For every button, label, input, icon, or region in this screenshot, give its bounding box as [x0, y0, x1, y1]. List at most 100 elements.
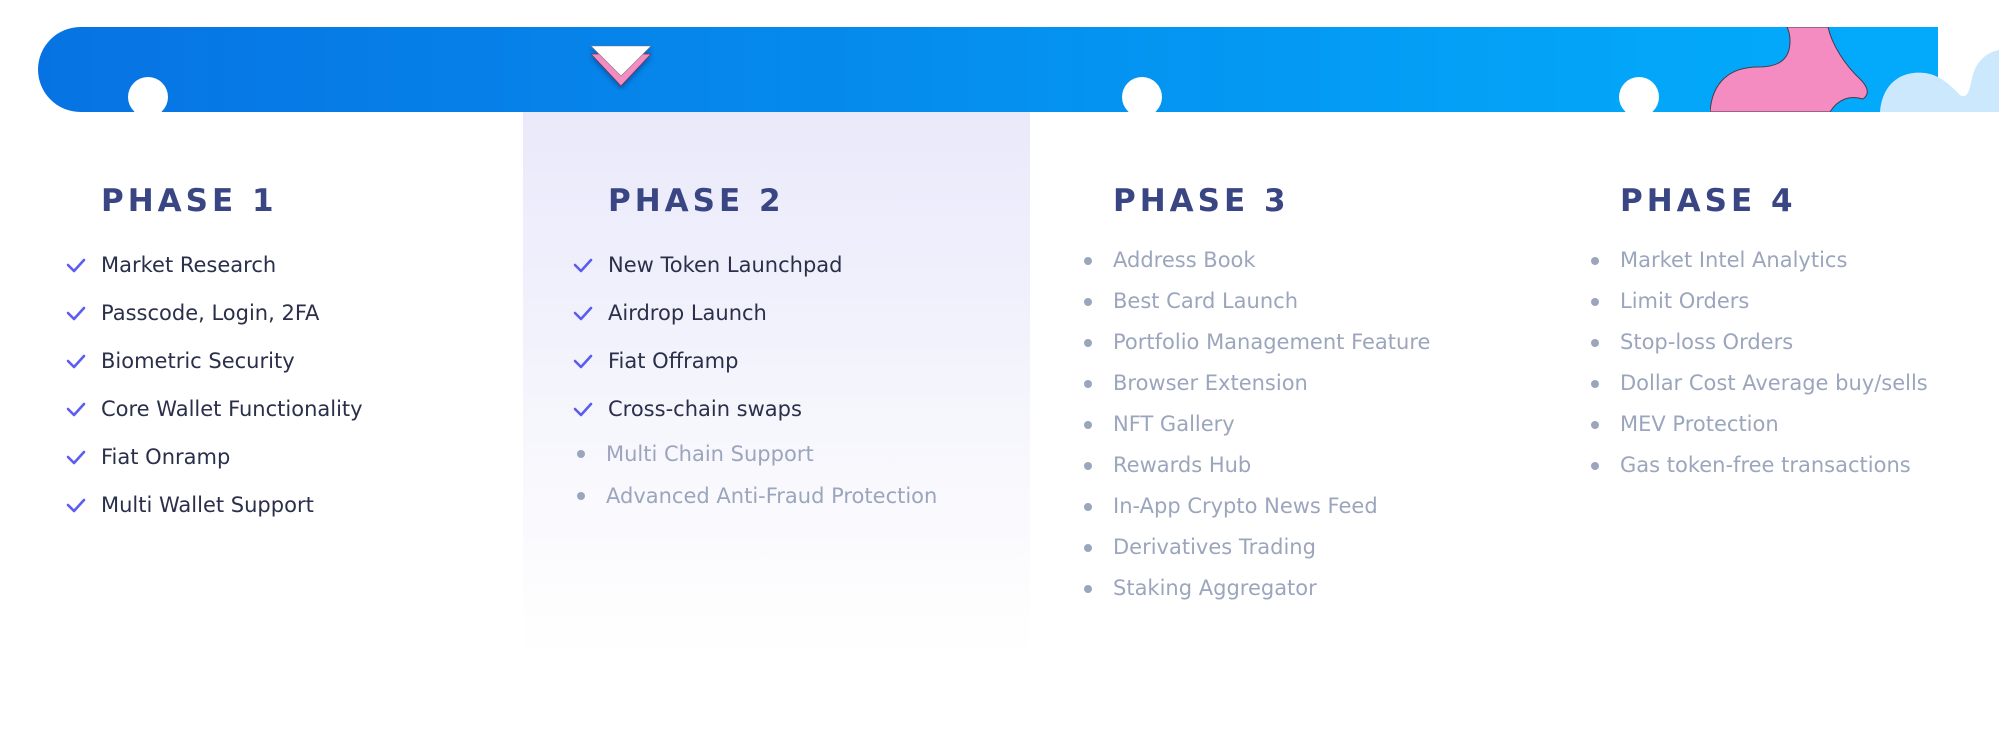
- phase-1-items: Market Research Passcode, Login, 2FA Bio…: [66, 241, 363, 529]
- list-item: Stop-loss Orders: [1591, 322, 1928, 363]
- list-item: Cross-chain swaps: [573, 385, 937, 433]
- list-item: Staking Aggregator: [1084, 568, 1430, 609]
- item-label: Advanced Anti-Fraud Protection: [606, 484, 938, 508]
- bullet-icon: [1583, 240, 1607, 281]
- list-item: Address Book: [1084, 240, 1430, 281]
- item-label: Limit Orders: [1620, 289, 1750, 313]
- list-item: Limit Orders: [1591, 281, 1928, 322]
- list-item: Rewards Hub: [1084, 445, 1430, 486]
- phase-2-items: New Token Launchpad Airdrop Launch Fiat …: [573, 241, 938, 517]
- list-item: Gas token-free transactions: [1591, 445, 1928, 486]
- list-item: MEV Protection: [1591, 404, 1928, 445]
- item-label: Fiat Onramp: [101, 445, 231, 469]
- decorative-cloud-icon: [1880, 50, 1999, 112]
- list-item: Dollar Cost Average buy/sells: [1591, 363, 1928, 404]
- list-item: Biometric Security: [66, 337, 363, 385]
- list-item: Browser Extension: [1084, 363, 1430, 404]
- phase-1-circle-marker-icon: [128, 77, 168, 112]
- list-item: NFT Gallery: [1084, 404, 1430, 445]
- item-label: Airdrop Launch: [608, 301, 767, 325]
- bullet-icon: [1076, 486, 1100, 527]
- list-item: Fiat Onramp: [66, 433, 363, 481]
- item-label: Browser Extension: [1113, 371, 1308, 395]
- item-label: In-App Crypto News Feed: [1113, 494, 1378, 518]
- item-label: Rewards Hub: [1113, 453, 1252, 477]
- list-item: Derivatives Trading: [1084, 527, 1430, 568]
- phase-1-column: PHASE 1 Market Research Passcode, Login,…: [66, 178, 363, 529]
- item-label: Fiat Offramp: [608, 349, 739, 373]
- item-label: NFT Gallery: [1113, 412, 1235, 436]
- list-item: In-App Crypto News Feed: [1084, 486, 1430, 527]
- item-label: Gas token-free transactions: [1620, 453, 1911, 477]
- timeline-bar: [38, 27, 1938, 112]
- phase-4-title: PHASE 4: [1620, 183, 1797, 219]
- bullet-icon: [1076, 363, 1100, 404]
- item-label: Address Book: [1113, 248, 1256, 272]
- current-phase-chevron-down-icon: [590, 45, 652, 87]
- phase-3-title: PHASE 3: [1113, 183, 1290, 219]
- item-label: MEV Protection: [1620, 412, 1779, 436]
- item-label: Core Wallet Functionality: [101, 397, 363, 421]
- bullet-icon: [1583, 322, 1607, 363]
- bullet-icon: [1076, 240, 1100, 281]
- check-icon: [571, 289, 595, 337]
- item-label: Derivatives Trading: [1113, 535, 1316, 559]
- bullet-icon: [1583, 281, 1607, 322]
- bullet-icon: [1076, 404, 1100, 445]
- check-icon: [64, 289, 88, 337]
- bullet-icon: [1076, 445, 1100, 486]
- list-item: Market Intel Analytics: [1591, 240, 1928, 281]
- phase-4-items: Market Intel Analytics Limit Orders Stop…: [1591, 240, 1928, 486]
- item-label: Market Research: [101, 253, 277, 277]
- check-icon: [64, 241, 88, 289]
- list-item: Market Research: [66, 241, 363, 289]
- list-item: Best Card Launch: [1084, 281, 1430, 322]
- phase-2-column: PHASE 2 New Token Launchpad Airdrop Laun…: [573, 178, 938, 517]
- bullet-icon: [1076, 281, 1100, 322]
- list-item: Passcode, Login, 2FA: [66, 289, 363, 337]
- bullet-icon: [1583, 445, 1607, 486]
- item-label: Multi Wallet Support: [101, 493, 314, 517]
- phase-3-column: PHASE 3 Address Book Best Card Launch Po…: [1084, 178, 1431, 609]
- bullet-icon: [1583, 363, 1607, 404]
- item-label: Biometric Security: [101, 349, 295, 373]
- list-item: Core Wallet Functionality: [66, 385, 363, 433]
- check-icon: [571, 385, 595, 433]
- decorative-blob-icon: [1710, 27, 1868, 112]
- current-phase-highlight: [523, 112, 1030, 657]
- bullet-icon: [569, 475, 593, 517]
- bullet-icon: [569, 433, 593, 475]
- check-icon: [64, 481, 88, 529]
- item-label: Market Intel Analytics: [1620, 248, 1848, 272]
- bullet-icon: [1583, 404, 1607, 445]
- item-label: Staking Aggregator: [1113, 576, 1317, 600]
- list-item: Fiat Offramp: [573, 337, 937, 385]
- phase-4-column: PHASE 4 Market Intel Analytics Limit Ord…: [1591, 178, 1928, 486]
- check-icon: [64, 433, 88, 481]
- item-label: Best Card Launch: [1113, 289, 1299, 313]
- check-icon: [64, 385, 88, 433]
- list-item: Airdrop Launch: [573, 289, 937, 337]
- bullet-icon: [1076, 322, 1100, 363]
- phase-3-circle-marker-icon: [1122, 77, 1162, 112]
- phase-4-circle-marker-icon: [1619, 77, 1659, 112]
- item-label: Multi Chain Support: [606, 442, 814, 466]
- item-label: Stop-loss Orders: [1620, 330, 1794, 354]
- check-icon: [64, 337, 88, 385]
- item-label: Passcode, Login, 2FA: [101, 301, 320, 325]
- list-item: Multi Wallet Support: [66, 481, 363, 529]
- bullet-icon: [1076, 568, 1100, 609]
- item-label: Dollar Cost Average buy/sells: [1620, 371, 1928, 395]
- item-label: Cross-chain swaps: [608, 397, 802, 421]
- item-label: Portfolio Management Feature: [1113, 330, 1431, 354]
- bullet-icon: [1076, 527, 1100, 568]
- phase-3-items: Address Book Best Card Launch Portfolio …: [1084, 240, 1431, 609]
- check-icon: [571, 337, 595, 385]
- list-item: New Token Launchpad: [573, 241, 937, 289]
- check-icon: [571, 241, 595, 289]
- list-item: Multi Chain Support: [577, 433, 937, 475]
- phase-2-title: PHASE 2: [608, 183, 785, 219]
- list-item: Portfolio Management Feature: [1084, 322, 1431, 363]
- phase-1-title: PHASE 1: [101, 183, 278, 219]
- list-item: Advanced Anti-Fraud Protection: [577, 475, 938, 517]
